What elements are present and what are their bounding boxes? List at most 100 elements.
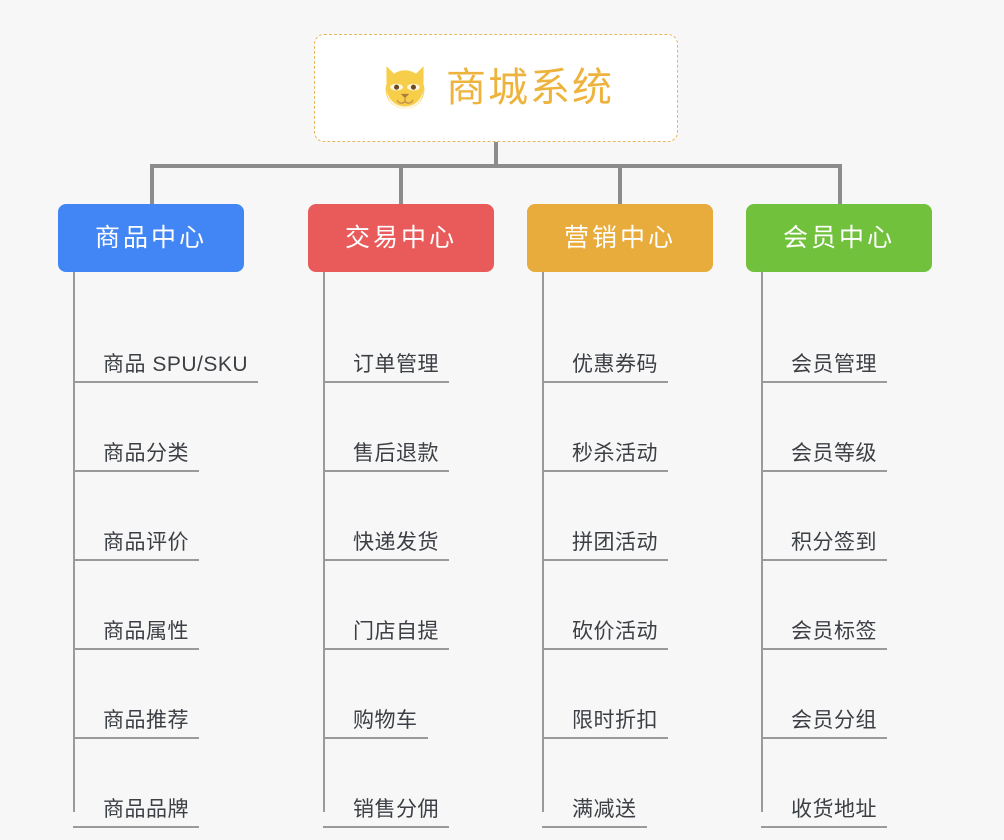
branch-trade-center: 交易中心 订单管理 售后退款 快递发货 门店自提 购物车 (308, 204, 494, 828)
branch-title-3: 营销中心 (563, 223, 676, 252)
leaf-underline (323, 737, 428, 739)
leaf-label: 拼团活动 (572, 531, 658, 554)
leaf-label: 会员分组 (791, 709, 877, 732)
leaf-underline (542, 648, 668, 650)
branch-title-2: 交易中心 (344, 223, 457, 252)
leaf-item[interactable]: 商品推荐 (73, 650, 244, 739)
leaf-item[interactable]: 限时折扣 (542, 650, 713, 739)
leaf-trunk-3 (542, 272, 544, 812)
branch-title-1: 商品中心 (94, 223, 207, 252)
branch-product-center: 商品中心 商品 SPU/SKU 商品分类 商品评价 商品属性 商品推荐 (58, 204, 258, 828)
leaf-label: 积分签到 (791, 531, 877, 554)
connector-root-stem (494, 142, 498, 167)
leaf-label: 满减送 (572, 798, 637, 821)
leaf-item[interactable]: 会员标签 (761, 561, 932, 650)
connector-drop-1 (150, 164, 154, 204)
leaf-label: 优惠券码 (572, 353, 658, 376)
connector-horizontal-bus (150, 164, 842, 168)
leaf-underline (323, 470, 449, 472)
leaf-label: 商品属性 (103, 620, 189, 643)
leaf-label: 会员标签 (791, 620, 877, 643)
leaf-label: 限时折扣 (572, 709, 658, 732)
leaf-underline (542, 826, 647, 828)
leaf-item[interactable]: 会员分组 (761, 650, 932, 739)
branch-marketing-center: 营销中心 优惠券码 秒杀活动 拼团活动 砍价活动 限时折扣 (527, 204, 713, 828)
leaf-item[interactable]: 会员等级 (761, 383, 932, 472)
leaf-label: 会员管理 (791, 353, 877, 376)
connector-drop-4 (838, 164, 842, 204)
leaf-underline (761, 381, 887, 383)
leaf-item[interactable]: 会员管理 (761, 294, 932, 383)
leaf-item[interactable]: 商品评价 (73, 472, 244, 561)
leaf-stack-3: 优惠券码 秒杀活动 拼团活动 砍价活动 限时折扣 满减送 (542, 272, 713, 828)
leaf-label: 商品推荐 (103, 709, 189, 732)
leaf-item[interactable]: 砍价活动 (542, 561, 713, 650)
leaf-underline (761, 470, 887, 472)
leaf-label: 商品品牌 (103, 798, 189, 821)
leaf-underline (542, 559, 668, 561)
leaf-underline (73, 826, 199, 828)
leaf-label: 会员等级 (791, 442, 877, 465)
leaf-stack-4: 会员管理 会员等级 积分签到 会员标签 会员分组 收货地址 (761, 272, 932, 828)
leaf-label: 门店自提 (353, 620, 439, 643)
leaf-item[interactable]: 秒杀活动 (542, 383, 713, 472)
leaf-item[interactable]: 收货地址 (761, 739, 932, 828)
leaf-underline (73, 559, 199, 561)
leaf-underline (323, 381, 449, 383)
leaf-underline (542, 381, 668, 383)
leaf-item[interactable]: 拼团活动 (542, 472, 713, 561)
branch-header-3[interactable]: 营销中心 (527, 204, 713, 272)
leaf-item[interactable]: 门店自提 (323, 561, 494, 650)
leaf-item[interactable]: 快递发货 (323, 472, 494, 561)
leaf-trunk-4 (761, 272, 763, 812)
leaf-label: 售后退款 (353, 442, 439, 465)
leaf-item[interactable]: 售后退款 (323, 383, 494, 472)
leaf-label: 销售分佣 (353, 798, 439, 821)
leaf-item[interactable]: 购物车 (323, 650, 494, 739)
connector-drop-2 (399, 164, 403, 204)
branch-title-4: 会员中心 (782, 223, 895, 252)
leaf-label: 快递发货 (353, 531, 439, 554)
leaf-item[interactable]: 商品 SPU/SKU (73, 294, 258, 383)
leaf-stack-1: 商品 SPU/SKU 商品分类 商品评价 商品属性 商品推荐 商品品牌 (73, 272, 258, 828)
branch-member-center: 会员中心 会员管理 会员等级 积分签到 会员标签 会员分组 (746, 204, 932, 828)
branch-header-2[interactable]: 交易中心 (308, 204, 494, 272)
branch-header-4[interactable]: 会员中心 (746, 204, 932, 272)
leaf-trunk-1 (73, 272, 75, 812)
leaf-label: 秒杀活动 (572, 442, 658, 465)
leaf-label: 收货地址 (791, 798, 877, 821)
leaf-item[interactable]: 商品品牌 (73, 739, 244, 828)
leaf-underline (73, 470, 199, 472)
leaf-underline (73, 648, 199, 650)
leaf-item[interactable]: 销售分佣 (323, 739, 494, 828)
leaf-item[interactable]: 商品分类 (73, 383, 244, 472)
leaf-underline (542, 737, 668, 739)
branch-header-1[interactable]: 商品中心 (58, 204, 244, 272)
leaf-underline (761, 826, 887, 828)
root-node[interactable]: 商城系统 (314, 34, 678, 142)
leaf-underline (323, 648, 449, 650)
connector-drop-3 (618, 164, 622, 204)
leaf-label: 商品分类 (103, 442, 189, 465)
leaf-underline (761, 559, 887, 561)
root-title: 商城系统 (446, 66, 614, 110)
leaf-underline (761, 737, 887, 739)
leaf-item[interactable]: 商品属性 (73, 561, 244, 650)
leaf-item[interactable]: 优惠券码 (542, 294, 713, 383)
leaf-underline (73, 737, 199, 739)
leaf-item[interactable]: 满减送 (542, 739, 713, 828)
leaf-trunk-2 (323, 272, 325, 812)
shiba-dog-face-icon (385, 66, 425, 111)
leaf-label: 商品评价 (103, 531, 189, 554)
leaf-stack-2: 订单管理 售后退款 快递发货 门店自提 购物车 销售分佣 (323, 272, 494, 828)
leaf-item[interactable]: 积分签到 (761, 472, 932, 561)
leaf-label: 购物车 (353, 709, 418, 732)
leaf-item[interactable]: 订单管理 (323, 294, 494, 383)
leaf-underline (323, 559, 449, 561)
leaf-label: 订单管理 (353, 353, 439, 376)
leaf-underline (73, 381, 258, 383)
leaf-underline (761, 648, 887, 650)
leaf-label: 商品 SPU/SKU (103, 353, 249, 376)
leaf-underline (323, 826, 449, 828)
